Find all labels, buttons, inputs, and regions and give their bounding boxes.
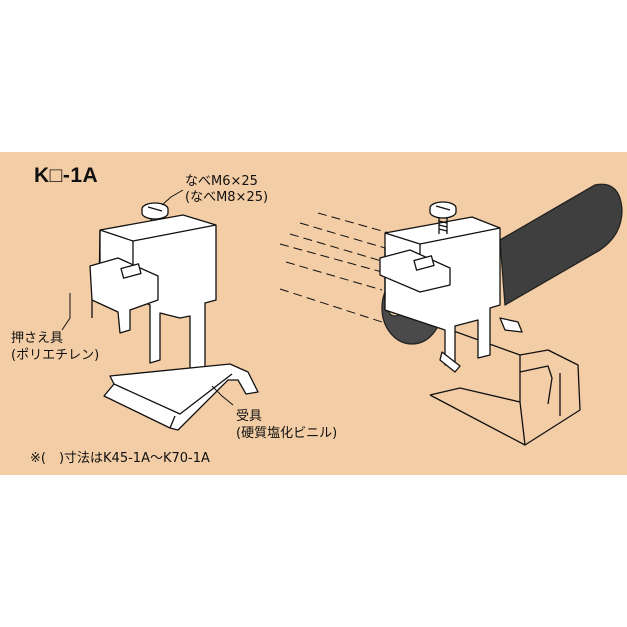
receiver-material-label: (硬質塩化ビニル): [236, 426, 338, 441]
receiver-label: 受具: [236, 409, 263, 424]
dashed-guides: [279, 212, 401, 323]
presser-label: 押さえ具: [11, 331, 64, 346]
screw-label-alt: (なべM8×25): [185, 190, 269, 205]
cable: [499, 183, 623, 306]
right-assembly: [279, 183, 623, 446]
receiver-left: [103, 363, 259, 431]
presser-material-label: (ポリエチレン): [11, 348, 100, 363]
left-clamp: [89, 202, 259, 431]
page-title: K□-1A: [34, 164, 99, 187]
screw-label: なべM6×25: [185, 174, 258, 189]
screw-right: [429, 201, 457, 234]
leader-lines: [61, 189, 234, 406]
dimension-note: ※( )寸法はK45-1A〜K70-1A: [30, 451, 210, 466]
